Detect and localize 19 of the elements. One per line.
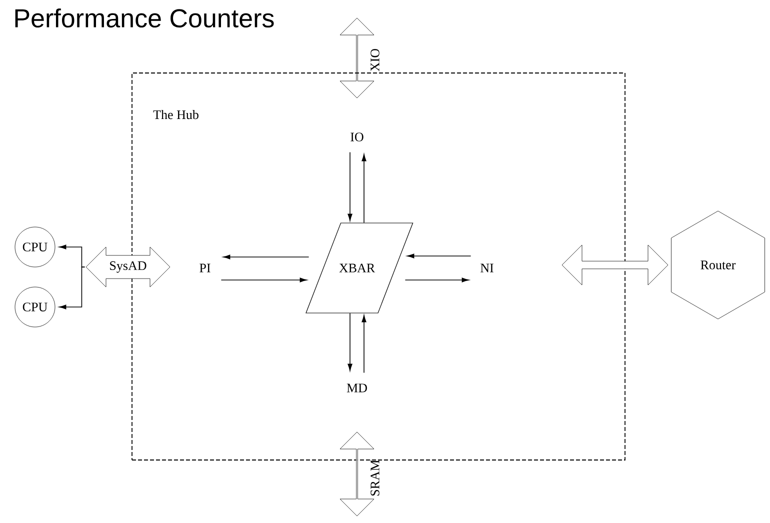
side-label: XIO — [370, 48, 380, 72]
crossbar-parallelogram: XBAR — [306, 222, 414, 314]
arrow — [220, 278, 307, 282]
double-arrow — [562, 244, 668, 286]
arrow — [223, 254, 310, 260]
arrow — [348, 152, 352, 221]
title: Performance Counters — [15, 8, 274, 28]
router-hexagon: Router — [671, 210, 765, 320]
block-label: IO — [350, 132, 364, 142]
side-label: SRAM — [370, 460, 380, 496]
block-label: NI — [480, 264, 494, 272]
arrow — [348, 312, 352, 371]
arrow — [407, 254, 472, 258]
arrow — [362, 154, 366, 224]
block-label: PI — [200, 264, 210, 272]
arrow — [404, 278, 469, 282]
block-label: MD — [346, 384, 367, 392]
arrow — [362, 315, 366, 374]
arrow — [59, 266, 86, 310]
